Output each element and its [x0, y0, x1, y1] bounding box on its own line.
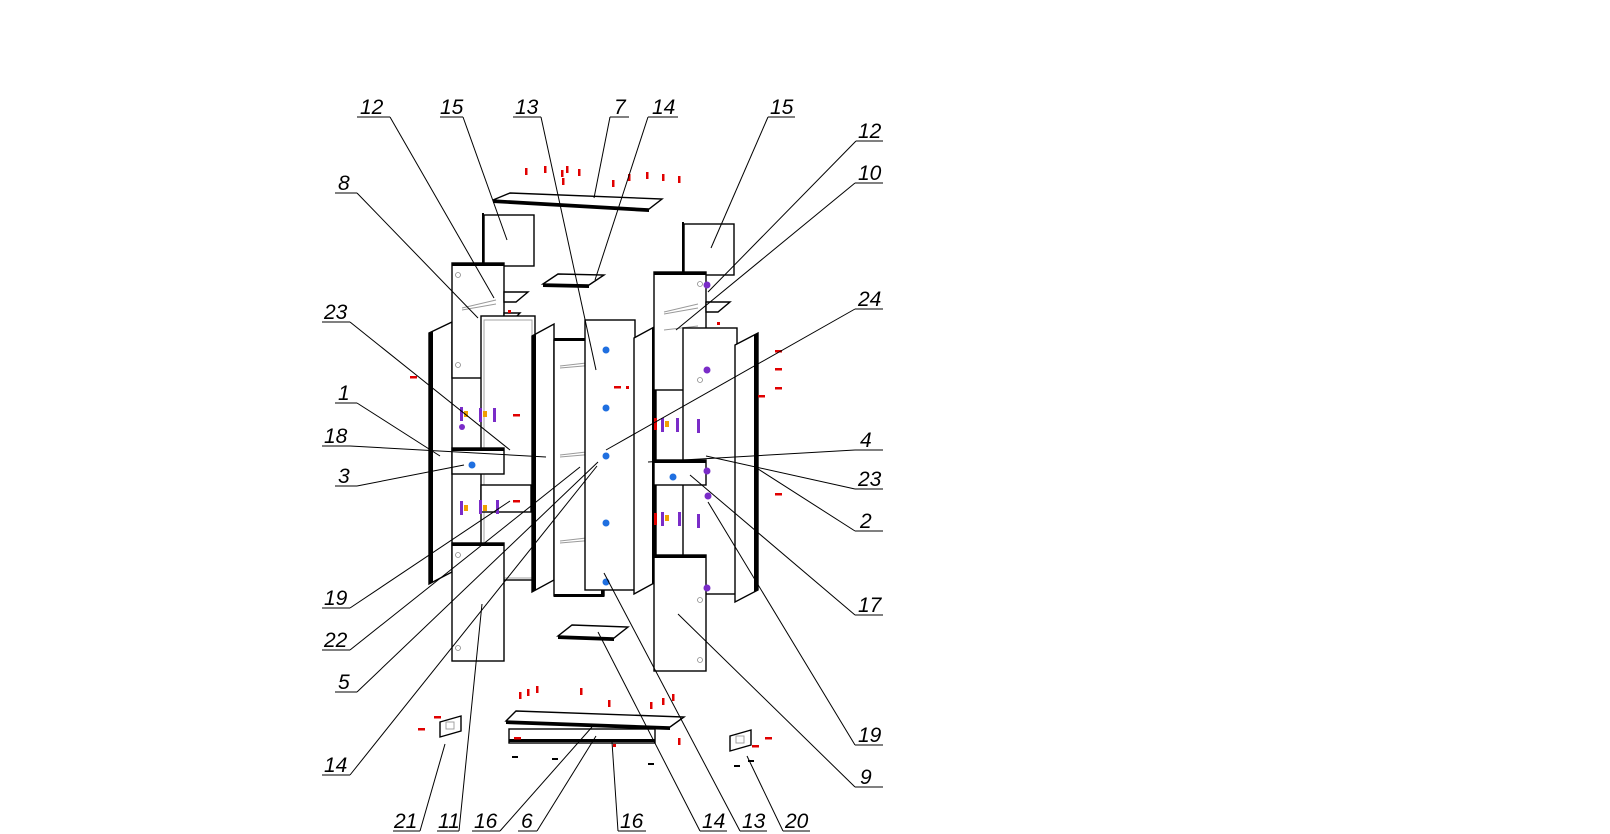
- right-middle-drawer-front: [653, 459, 707, 486]
- callout-19-left: 19: [324, 587, 348, 610]
- callout-13-top: 13: [515, 96, 539, 119]
- callout-23-left: 23: [323, 301, 348, 324]
- callout-18: 18: [324, 425, 348, 448]
- callout-19-right: 19: [858, 724, 882, 747]
- left-foot-bracket: [439, 715, 462, 738]
- callout-20: 20: [784, 810, 809, 833]
- callout-7: 7: [614, 96, 627, 119]
- callout-12-left: 12: [360, 96, 384, 119]
- callout-14-mid: 14: [324, 754, 347, 777]
- callout-4: 4: [860, 429, 872, 452]
- callout-3: 3: [338, 465, 350, 488]
- center-back-panel: [584, 319, 636, 591]
- callout-17: 17: [858, 594, 883, 617]
- callout-16-left: 16: [474, 810, 498, 833]
- callout-labels: 12 15 13 7 14 15 12 10 8 24 23 1 18 3 4 …: [323, 96, 883, 833]
- lower-small-shelf: [556, 624, 630, 639]
- callout-9: 9: [860, 766, 872, 789]
- callout-13-bottom: 13: [742, 810, 766, 833]
- callout-1: 1: [338, 382, 350, 405]
- callout-8: 8: [338, 172, 350, 195]
- callout-21: 21: [393, 810, 417, 833]
- callout-15-right: 15: [770, 96, 794, 119]
- callout-14-bottom: 14: [702, 810, 725, 833]
- callout-2: 2: [859, 510, 872, 533]
- panels: [428, 192, 759, 752]
- leader-lines: [322, 116, 883, 832]
- callout-12-right: 12: [858, 120, 882, 143]
- callout-15-left: 15: [440, 96, 464, 119]
- callout-16-right: 16: [620, 810, 644, 833]
- upper-right-small-door: [683, 223, 735, 276]
- callout-22: 22: [323, 629, 348, 652]
- callout-10: 10: [858, 162, 882, 185]
- right-lower-door: [653, 554, 707, 672]
- callout-23-right: 23: [857, 468, 882, 491]
- right-foot-bracket: [729, 729, 752, 752]
- callout-14-top: 14: [652, 96, 675, 119]
- left-lower-door: [451, 542, 505, 662]
- callout-6: 6: [521, 810, 533, 833]
- upper-left-small-door: [483, 214, 535, 267]
- callout-5: 5: [338, 671, 350, 694]
- callout-11: 11: [438, 810, 460, 833]
- fasteners: [410, 166, 782, 767]
- callout-24: 24: [857, 288, 881, 311]
